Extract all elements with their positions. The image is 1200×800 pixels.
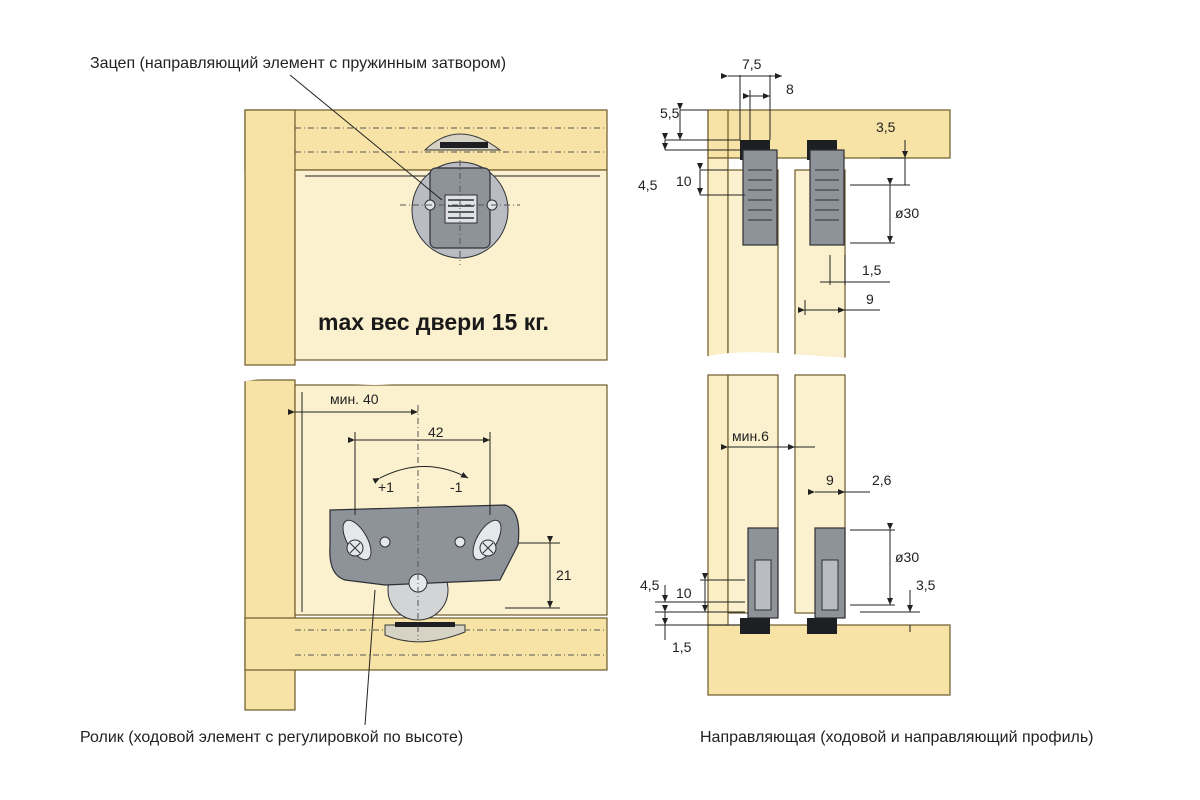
side-post-top (244, 109, 296, 366)
roller-element (329, 405, 520, 643)
bottom-board-right (707, 624, 951, 696)
dim-3-5-bottom: 3,5 (916, 577, 936, 593)
dim-min-6: мин.6 (732, 428, 769, 444)
dim-10-bottom: 10 (676, 585, 692, 601)
dim-7-5: 7,5 (742, 56, 762, 72)
dim-10-top: 10 (676, 173, 692, 189)
dim-8: 8 (786, 81, 794, 97)
top-rail-left (244, 109, 608, 171)
caption-catch: Зацеп (направляющий элемент с пружинным … (90, 55, 506, 72)
roller-leader (364, 589, 376, 726)
caption-rail: Направляющая (ходовой и направляющий про… (700, 729, 1094, 746)
catch-element (400, 133, 520, 265)
break-line-left (240, 365, 615, 385)
dim-3-5-top: 3,5 (876, 119, 896, 135)
dim-min-40: мин. 40 (330, 391, 379, 407)
dim-5-5: 5,5 (660, 105, 680, 121)
catch-leader (289, 74, 443, 201)
dim-21: 21 (556, 567, 572, 583)
left-front-view (240, 74, 615, 726)
dim-2-6: 2,6 (872, 472, 892, 488)
max-weight-label: max вес двери 15 кг. (318, 309, 549, 335)
dim-4-5-bottom: 4,5 (640, 577, 660, 593)
right-section-view (655, 73, 955, 696)
dim-plus-1: +1 (378, 479, 394, 495)
dim-9-top: 9 (866, 291, 874, 307)
dim-1-5-top: 1,5 (862, 262, 882, 278)
dim-1-5-bottom: 1,5 (672, 639, 692, 655)
break-line-right (700, 350, 955, 372)
dim-4-5-top: 4,5 (638, 177, 658, 193)
dim-minus-1: -1 (450, 479, 463, 495)
dim-phi30-bottom: ø30 (895, 549, 919, 565)
dim-9-bottom: 9 (826, 472, 834, 488)
dim-42: 42 (428, 424, 444, 440)
bottom-profiles (740, 527, 846, 634)
dim-phi30-top: ø30 (895, 205, 919, 221)
top-profiles (740, 140, 845, 246)
caption-roller: Ролик (ходовой элемент с регулировкой по… (80, 729, 463, 746)
